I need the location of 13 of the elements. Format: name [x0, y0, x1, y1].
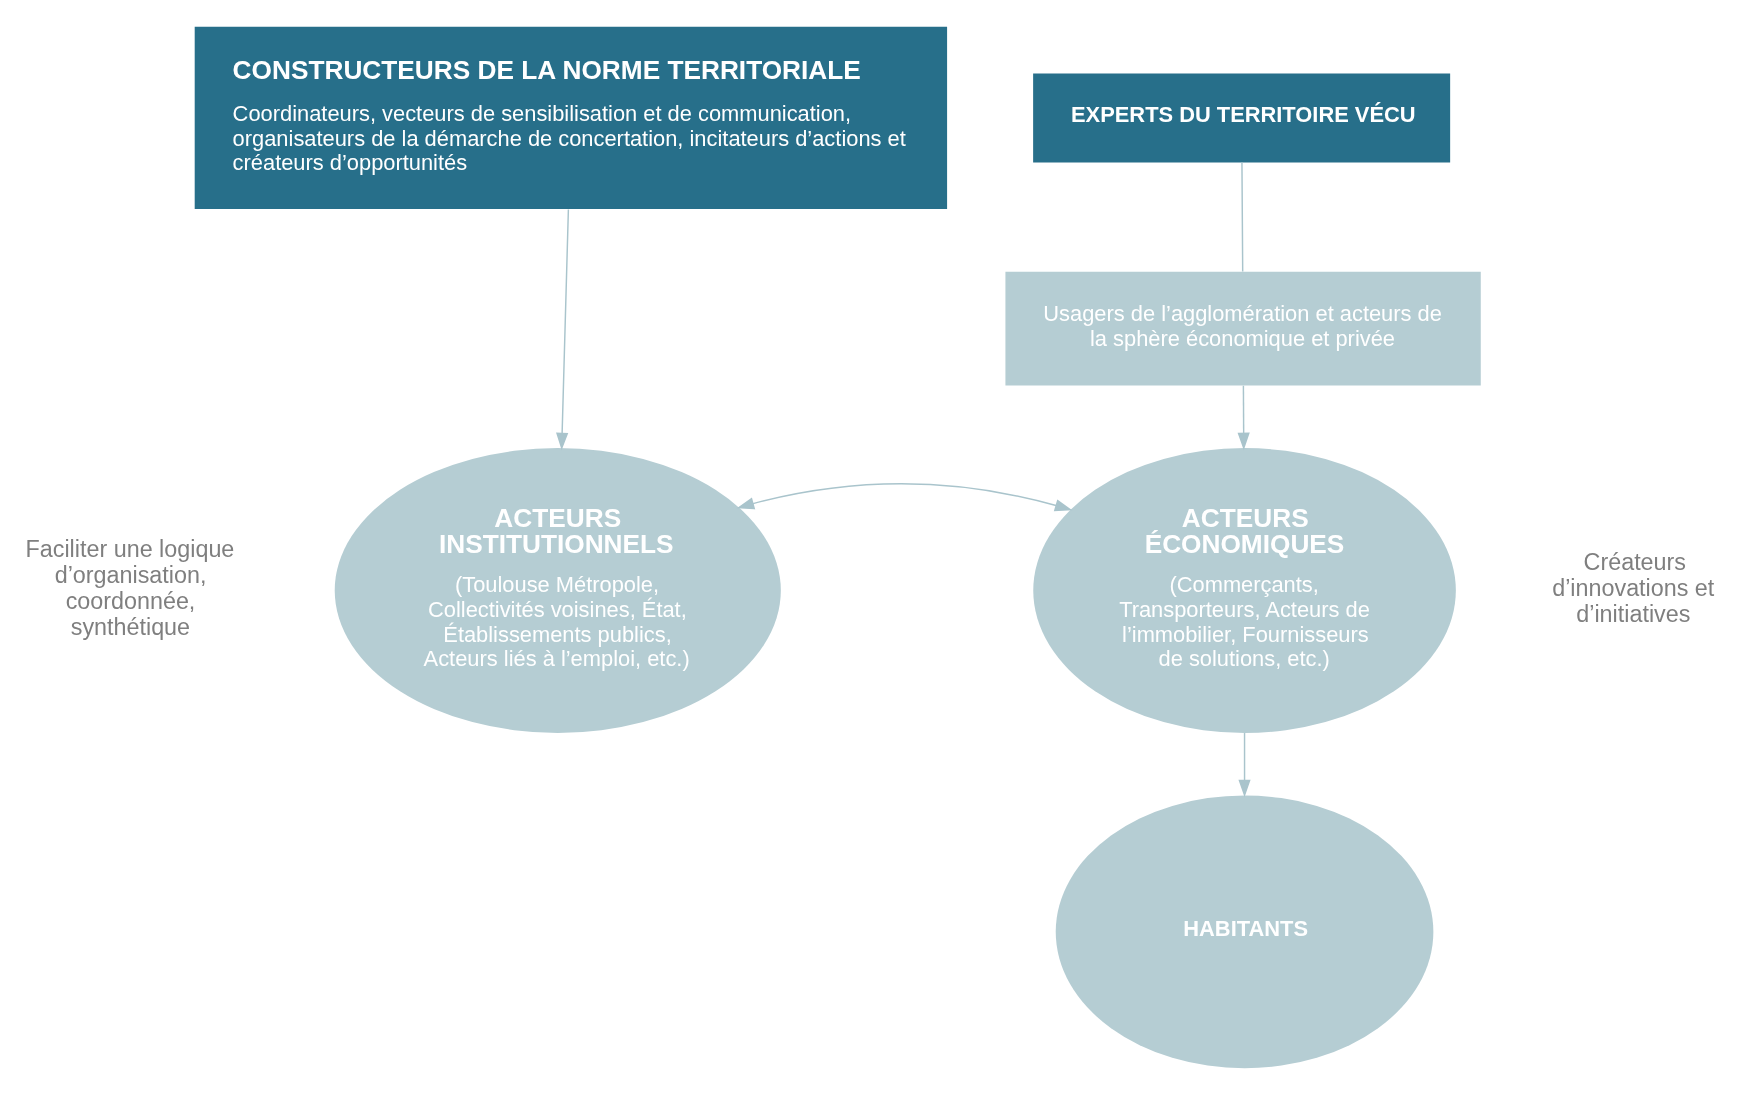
node-box: Usagers de l’agglomération et acteurs de la sphère économique et privée	[1005, 271, 1481, 386]
label: Faciliter une logique d’organisation, coordonnée, synthétique	[25, 535, 235, 641]
label: Créateurs d’innovations et d’initiatives	[1552, 548, 1715, 628]
connector	[1241, 161, 1244, 273]
arrow	[1237, 384, 1250, 451]
node-box: CONSTRUCTEURS DE LA NORME TERRITORIALE Coordinateurs, vecteurs de sensibilisation et de communication, organisateurs de la démarche de concertation, incitateurs d’actions et créateurs d’opportunités	[194, 26, 948, 210]
node-box: EXPERTS DU TERRITOIRE VÉCU	[1033, 73, 1451, 163]
node-ellipse: HABITANTS	[1055, 795, 1434, 1069]
node-ellipse: ACTEURS INSTITUTIONNELS (Toulouse Métropole, Collectivités voisines, État, Établissements publics, Acteurs liés à l’emploi, etc.)	[334, 448, 781, 733]
arrow	[556, 208, 570, 451]
arrow	[736, 483, 1073, 512]
arrow	[1238, 732, 1251, 798]
node-ellipse: ACTEURS ÉCONOMIQUES (Commerçants, Transporteurs, Acteurs de l’immobilier, Fournisseurs de solutions, etc.)	[1033, 448, 1456, 733]
